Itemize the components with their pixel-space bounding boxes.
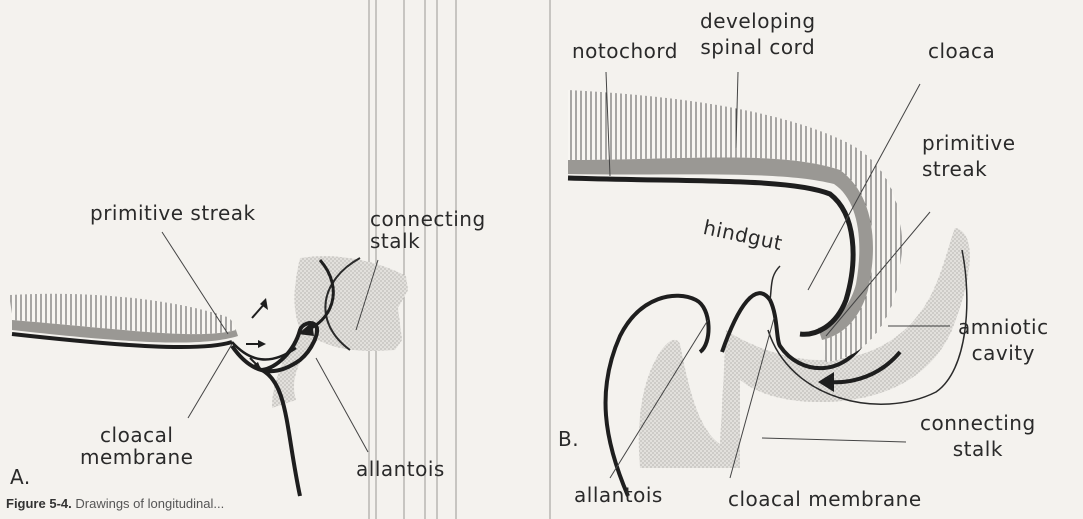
figure-number: Figure 5-4. <box>6 496 72 511</box>
panel-a-label-connecting-line1: connecting <box>370 208 486 230</box>
panel-b-label-amniotic-line2: cavity <box>958 342 1049 364</box>
panel-b-label-connecting-line2: stalk <box>920 438 1036 460</box>
panel-a-label-connecting-line2: stalk <box>370 230 486 252</box>
panel-a-leader-cloacal-membrane <box>188 344 232 418</box>
panel-b-label-amniotic-cavity: amniotic cavity <box>958 316 1049 364</box>
panel-a-leader-allantois <box>316 358 368 452</box>
panel-b-label-connecting-stalk: connecting stalk <box>920 412 1036 460</box>
figure-caption-text: Drawings of longitudinal... <box>75 496 224 511</box>
panel-a <box>10 232 408 496</box>
panel-b-letter: B. <box>558 428 579 450</box>
panel-b-label-primitive-streak: primitive streak <box>922 132 1016 180</box>
panel-a-label-cloacal-line1: cloacal <box>80 424 193 446</box>
panel-b-label-notochord: notochord <box>572 40 678 62</box>
panel-b-label-cloaca: cloaca <box>928 40 995 62</box>
panel-a-small-arrow-right-head <box>258 340 266 348</box>
panel-a-letter: A. <box>10 466 31 488</box>
panel-b-endoderm-line <box>568 178 853 334</box>
panel-b-label-primitive-line2: streak <box>922 158 1016 180</box>
panel-b-label-cloacal-membrane: cloacal membrane <box>728 488 922 510</box>
panel-b-label-developing-line2: spinal cord <box>700 36 816 58</box>
panel-a-label-cloacal-line2: membrane <box>80 446 193 468</box>
panel-a-label-connecting-stalk: connecting stalk <box>370 208 486 252</box>
panel-a-label-primitive-streak: primitive streak <box>90 202 256 224</box>
panel-b-label-allantois: allantois <box>574 484 663 506</box>
panel-b-leader-connecting-stalk <box>762 438 906 442</box>
panel-b-label-developing-spinal-cord: developing spinal cord <box>700 10 816 58</box>
scan-lines <box>369 0 550 519</box>
panel-a-connecting-stalk <box>272 256 408 408</box>
panel-b-notochord <box>568 158 873 341</box>
panel-b-label-primitive-line1: primitive <box>922 132 1016 154</box>
panel-b-label-amniotic-line1: amniotic <box>958 316 1049 338</box>
panel-b <box>568 72 970 496</box>
panel-b-hindgut-lining <box>770 266 780 300</box>
panel-b-label-connecting-line1: connecting <box>920 412 1036 434</box>
panel-b-label-developing-line1: developing <box>700 10 816 32</box>
figure-caption: Figure 5-4. Drawings of longitudinal... <box>6 496 224 511</box>
panel-a-label-cloacal-membrane: cloacal membrane <box>80 424 193 468</box>
panel-a-label-allantois: allantois <box>356 458 445 480</box>
